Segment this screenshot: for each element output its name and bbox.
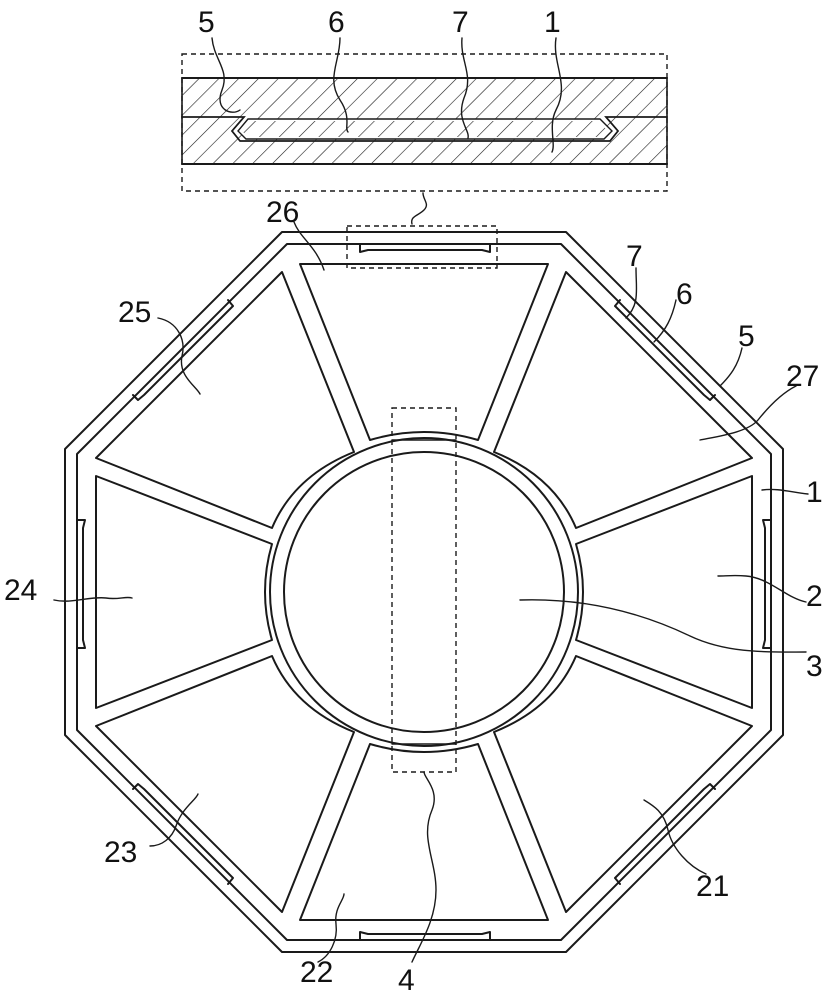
label-24: 24: [4, 574, 37, 607]
edge-notch-lower-left: [133, 784, 233, 884]
chamber-26: [300, 264, 548, 440]
edge-notch-lower-right: [615, 784, 715, 884]
leader-21: [644, 800, 706, 874]
label-6: 6: [676, 278, 693, 311]
octagon-outer-edge: [65, 232, 783, 952]
label-3: 3: [806, 650, 823, 683]
label-21: 21: [696, 870, 729, 903]
leader-1: [762, 489, 808, 494]
label-2: 2: [806, 580, 823, 613]
leader-2: [718, 576, 806, 602]
chamber-23: [96, 656, 354, 912]
label-7: 7: [626, 240, 643, 273]
center-ring-inner: [284, 452, 564, 732]
label-5: 5: [738, 320, 755, 353]
chamber-22: [300, 744, 548, 920]
leader-6: [654, 300, 676, 342]
label-detail-1: 1: [544, 6, 561, 39]
label-detail-6: 6: [328, 6, 345, 39]
leader-25: [158, 318, 200, 394]
octagon-plan: [65, 226, 783, 952]
label-26: 26: [266, 196, 299, 229]
label-27: 27: [786, 360, 819, 393]
octagon-inner-edge: [77, 244, 771, 940]
section-detail: [182, 54, 667, 191]
leader-5: [720, 348, 742, 386]
label-1: 1: [806, 476, 823, 509]
leader-26: [294, 222, 324, 270]
label-25: 25: [118, 296, 151, 329]
label-23: 23: [104, 836, 137, 869]
detail-connector-line: [412, 193, 427, 224]
label-4: 4: [398, 964, 415, 997]
label-detail-7: 7: [452, 6, 469, 39]
edge-notch-top: [360, 244, 490, 252]
chamber-24: [96, 476, 272, 708]
chamber-27: [494, 272, 752, 528]
center-ring-outer: [270, 438, 578, 746]
label-detail-5: 5: [198, 6, 215, 39]
edge-notch-upper-right: [615, 300, 715, 400]
chamber-2: [576, 476, 752, 708]
callout-center-bar: [392, 408, 456, 772]
label-22: 22: [300, 956, 333, 989]
edge-notch-left: [77, 520, 85, 648]
